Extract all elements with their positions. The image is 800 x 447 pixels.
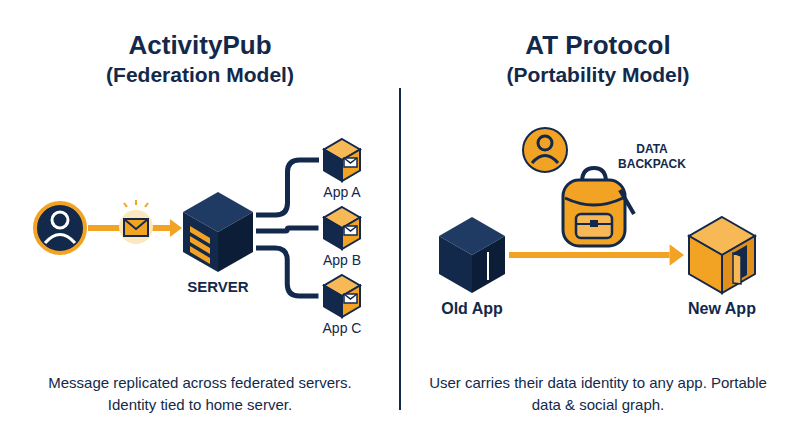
app-node: New App [684, 215, 760, 321]
arrow-head [670, 244, 684, 266]
title-heading: ActivityPub [40, 30, 360, 61]
caption-text: User carries their data identity to any … [423, 372, 773, 416]
app-node: App B [319, 205, 366, 271]
node-label: New App [684, 299, 760, 318]
title-heading: AT Protocol [438, 30, 758, 61]
subtitle: (Federation Model) [40, 62, 360, 87]
app-icons [324, 139, 360, 317]
user-icon [523, 128, 567, 172]
subtitle: (Portability Model) [438, 62, 758, 87]
node-label: App C [319, 320, 366, 337]
connector-line [256, 248, 319, 296]
new-app-cube [689, 217, 755, 293]
connector-line [256, 228, 319, 231]
old-app-cube [439, 217, 505, 293]
connector-line [256, 160, 319, 215]
callout-label: DATA BACKPACK [612, 142, 692, 172]
node-label: App A [319, 184, 365, 201]
caption-text: Message replicated across federated serv… [25, 372, 375, 416]
message-arrow [88, 200, 182, 244]
divider-line [399, 88, 401, 410]
server-cube [183, 192, 253, 272]
backpack-icon [563, 168, 634, 246]
node-label: App B [319, 252, 366, 269]
server-node: SERVER [180, 190, 256, 298]
user-icon [35, 203, 85, 253]
node-label: SERVER [180, 278, 256, 296]
app-node: App C [319, 273, 366, 339]
app-node: App A [319, 137, 365, 203]
connector-line [509, 252, 670, 258]
app-node: Old App [435, 215, 509, 321]
node-label: Old App [435, 299, 509, 318]
